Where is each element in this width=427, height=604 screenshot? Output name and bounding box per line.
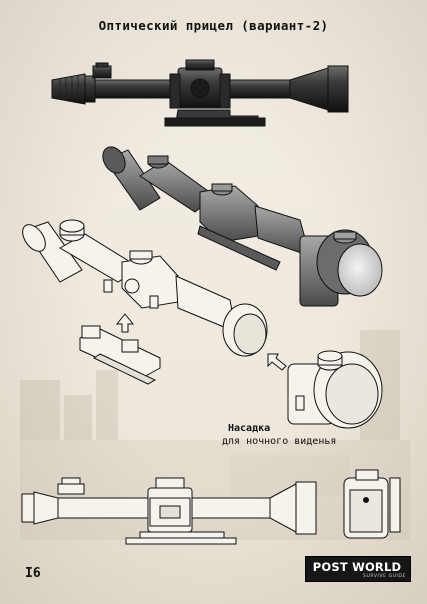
post-world-logo — [305, 556, 411, 582]
page-title: Оптический прицел (вариант-2) — [98, 18, 329, 33]
top-scope — [51, 59, 349, 127]
page-number: I6 — [25, 566, 41, 581]
night-vision-attachment — [287, 350, 383, 429]
grey-scope — [102, 146, 383, 307]
attachment-caption: Насадка для ночного виденья — [222, 422, 336, 448]
bottom-attachment-drawing — [343, 469, 401, 539]
logo-text: POST WORLD — [312, 560, 402, 574]
arrow-diagonal-icon — [267, 353, 287, 371]
arrow-up-icon — [115, 313, 135, 333]
caption-line-2: для ночного виденья — [222, 436, 337, 447]
logo-subtext: SURVIVE GUIDE — [362, 574, 406, 579]
white-scope — [22, 219, 268, 357]
mount-rail — [79, 325, 161, 385]
bottom-scope-drawing — [21, 477, 317, 545]
caption-line-1: Насадка — [228, 423, 271, 434]
